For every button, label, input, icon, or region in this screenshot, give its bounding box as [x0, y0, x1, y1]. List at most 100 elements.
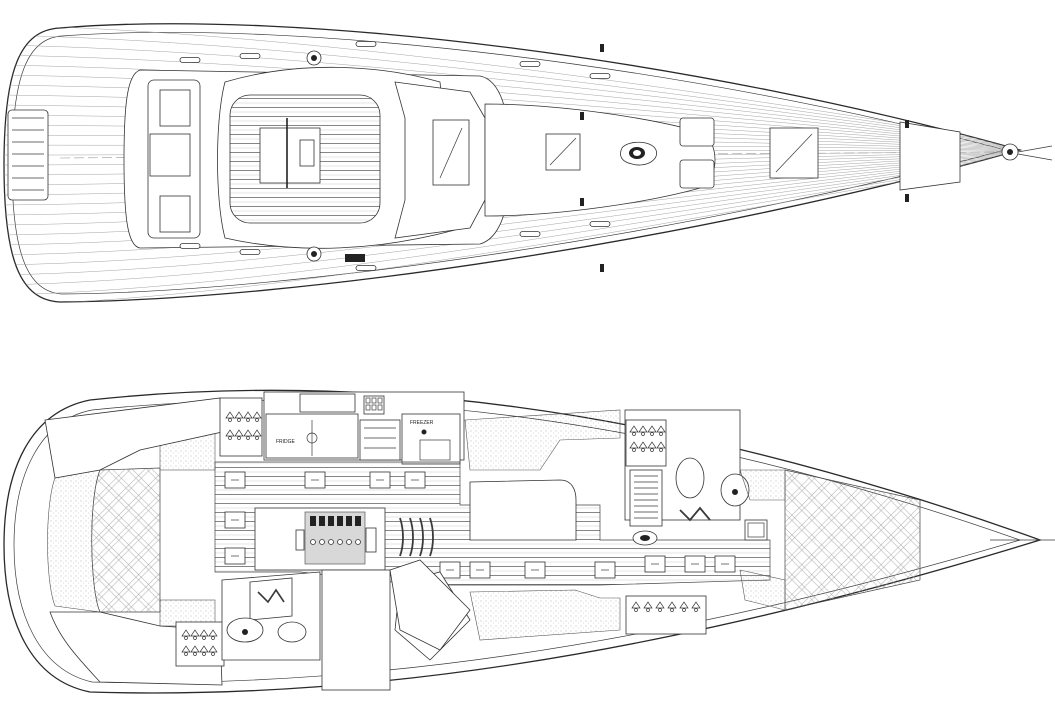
hanger-icon	[234, 429, 244, 437]
forward-hatch-port[interactable]	[679, 117, 715, 147]
hanger-hook-icon	[202, 636, 206, 640]
hanger-hook-icon	[682, 608, 686, 612]
transom-platform	[7, 109, 49, 201]
deck-plank-line	[4, 24, 1020, 146]
hanger-icon	[181, 645, 191, 653]
hanger-hook-icon	[632, 448, 636, 452]
deck-plank-line	[4, 44, 1020, 147]
deck-vent-icon	[600, 44, 604, 52]
hanger-icon	[631, 601, 641, 609]
deck-fitting-icon	[239, 53, 261, 59]
anchor-locker[interactable]	[899, 121, 961, 191]
saloon-settee-stbd	[469, 589, 621, 641]
deck-plank-line	[4, 157, 1020, 286]
aft-wardrobe[interactable]	[219, 397, 263, 457]
engine-part-icon	[310, 539, 316, 545]
hanger-icon	[199, 645, 209, 653]
hanger-icon	[656, 425, 666, 433]
hanger-icon	[243, 429, 253, 437]
hanger-hook-icon	[255, 436, 259, 440]
hanger-icon	[638, 425, 648, 433]
deck-fitting-icon	[589, 73, 611, 79]
hanger-hook-icon	[237, 436, 241, 440]
hanger-hook-icon	[658, 608, 662, 612]
aft-wardrobe-stbd[interactable]	[175, 621, 225, 667]
hanger-hook-icon	[202, 652, 206, 656]
hanger-icon	[643, 601, 653, 609]
deck-vent-icon	[580, 198, 584, 206]
forward-hatch-stbd[interactable]	[679, 159, 715, 189]
hanger-icon	[225, 411, 235, 419]
saloon-table[interactable]	[469, 479, 577, 541]
deck-fitting-icon	[355, 41, 377, 47]
engine-part-icon	[355, 539, 361, 545]
engine-part-icon	[319, 516, 325, 526]
hanger-icon	[225, 429, 235, 437]
deck-fitting-icon	[355, 265, 377, 271]
hanger-hook-icon	[641, 432, 645, 436]
freezer-label: FREEZER	[410, 420, 434, 426]
engine-part-icon	[346, 539, 352, 545]
hanger-hook-icon	[193, 652, 197, 656]
forward-head-step-icon	[679, 506, 711, 522]
hanger-hook-icon	[650, 432, 654, 436]
lazarette-hatch[interactable]	[149, 133, 191, 177]
aft-locker-stbd[interactable]	[159, 195, 191, 233]
hanger-hook-icon	[184, 652, 188, 656]
deck-plank-line	[4, 158, 1020, 303]
hanger-hook-icon	[228, 436, 232, 440]
hanger-icon	[208, 629, 218, 637]
forward-wardrobe-stbd[interactable]	[625, 595, 707, 635]
hanger-hook-icon	[694, 608, 698, 612]
steering-pedestal[interactable]	[299, 139, 315, 167]
aft-toilet-icon	[277, 621, 307, 643]
aft-locker-port[interactable]	[159, 89, 191, 127]
hanger-hook-icon	[246, 436, 250, 440]
hanger-icon	[638, 441, 648, 449]
interior-hull-inner	[13, 400, 1022, 683]
hanger-icon	[243, 411, 253, 419]
engine-part-icon	[310, 516, 316, 526]
hanger-icon	[667, 601, 677, 609]
forward-head-shower-grating	[629, 469, 663, 527]
hanger-hook-icon	[646, 608, 650, 612]
hanger-icon	[647, 425, 657, 433]
deck-plank-line	[4, 156, 1020, 256]
hanger-hook-icon	[184, 636, 188, 640]
hanger-icon	[208, 645, 218, 653]
deck-vent-icon	[905, 194, 909, 202]
traveller-icon	[345, 254, 365, 262]
forward-cabin-seat-stbd	[739, 569, 786, 611]
engine-part-icon	[319, 539, 325, 545]
interior-plan: FRIDGE FREEZER	[3, 389, 1055, 694]
forward-cabin-vberth	[784, 469, 921, 611]
hanger-icon	[629, 441, 639, 449]
hanger-hook-icon	[237, 418, 241, 422]
hanger-hook-icon	[255, 418, 259, 422]
aft-passage-locker[interactable]	[321, 569, 391, 691]
engine-part-icon	[365, 527, 377, 553]
deck-fitting-icon	[589, 221, 611, 227]
engine-part-icon	[346, 516, 352, 526]
companionway-step-icon	[429, 517, 434, 557]
hanger-icon	[190, 629, 200, 637]
deck-plank-line	[4, 156, 1020, 266]
hanger-icon	[655, 601, 665, 609]
deck-fitting-icon	[179, 243, 201, 249]
hanger-hook-icon	[211, 652, 215, 656]
hanger-icon	[647, 441, 657, 449]
deck-plank-line	[4, 34, 1020, 146]
aft-head-shower-icon	[249, 577, 293, 621]
deck-vent-icon	[580, 112, 584, 120]
hanger-hook-icon	[670, 608, 674, 612]
hanger-hook-icon	[659, 432, 663, 436]
sink-grid-cell	[377, 397, 383, 404]
forward-cabin-seat	[739, 469, 786, 501]
hanger-icon	[199, 629, 209, 637]
deck-plan	[3, 23, 1053, 303]
nav-table[interactable]	[389, 559, 471, 651]
galley-stove[interactable]	[359, 419, 401, 461]
deck-plank-line	[4, 54, 1020, 147]
